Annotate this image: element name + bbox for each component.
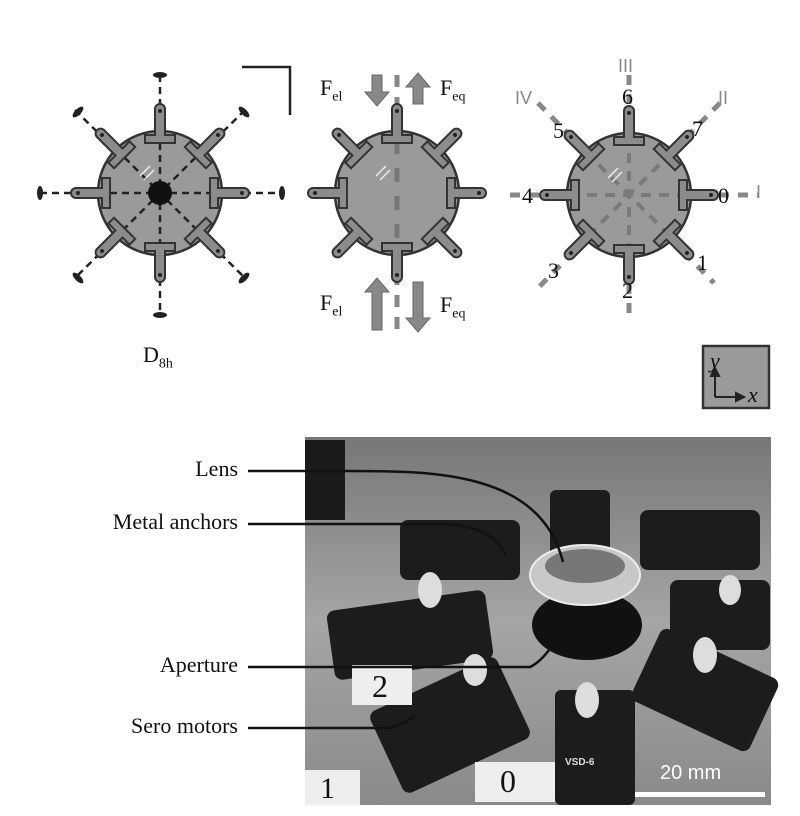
y-axis-label: y xyxy=(710,348,720,373)
setup-photo xyxy=(305,437,779,805)
aperture xyxy=(532,590,642,660)
callout-lines xyxy=(248,469,566,730)
numbered-lens-diagram xyxy=(510,75,758,320)
axis-label-I: I xyxy=(756,182,762,202)
floor-number-2: 2 xyxy=(372,668,388,704)
servo-motor xyxy=(555,690,635,805)
d8h-lens-diagram xyxy=(37,72,285,318)
scale-bar xyxy=(635,792,765,797)
servo-motor xyxy=(326,590,494,680)
motor-label: VSD-6 xyxy=(565,757,595,768)
callout-aperture: Aperture xyxy=(159,652,238,677)
servo-motor xyxy=(670,580,770,650)
arrow-down-bottom xyxy=(404,281,432,333)
force-equilibrium-top: Feq xyxy=(440,75,466,105)
axis-label-IV: IV xyxy=(515,88,533,108)
force-lens-diagram xyxy=(307,72,487,333)
callout-servo-motors: Sero motors xyxy=(131,713,238,738)
anchor-number-6: 6 xyxy=(622,84,633,109)
anchor-number-0: 0 xyxy=(718,183,729,208)
servo-motor xyxy=(640,510,760,570)
anchor-number-4: 4 xyxy=(522,183,533,208)
force-elastic-top: Fel xyxy=(320,75,343,105)
servo-motor xyxy=(631,628,779,752)
symmetry-label: D8h xyxy=(143,342,173,372)
x-axis-label: x xyxy=(748,382,758,407)
anchor-number-7: 7 xyxy=(692,116,703,141)
arrow-up-bottom xyxy=(363,277,391,331)
servo-motor xyxy=(370,657,530,793)
callout-lens: Lens xyxy=(195,456,238,481)
anchor-number-2: 2 xyxy=(622,278,633,303)
arrow-up-top xyxy=(404,72,432,105)
servo-motor xyxy=(400,520,520,580)
anchor-number-3: 3 xyxy=(548,258,559,283)
axis-label-III: III xyxy=(618,56,634,76)
floor-number-0: 0 xyxy=(500,763,516,799)
anchor-number-1: 1 xyxy=(697,250,708,275)
force-equilibrium-bottom: Feq xyxy=(440,292,466,322)
floor-number-1: 1 xyxy=(320,772,335,805)
coordinate-box xyxy=(701,344,771,410)
callout-metal-anchors: Metal anchors xyxy=(112,509,238,534)
force-elastic-bottom: Fel xyxy=(320,290,343,320)
corner-bracket xyxy=(242,65,292,115)
anchor-number-5: 5 xyxy=(553,118,564,143)
scale-bar-label: 20 mm xyxy=(660,762,722,784)
arrow-down-top xyxy=(363,74,391,107)
axis-label-II: II xyxy=(718,88,729,108)
